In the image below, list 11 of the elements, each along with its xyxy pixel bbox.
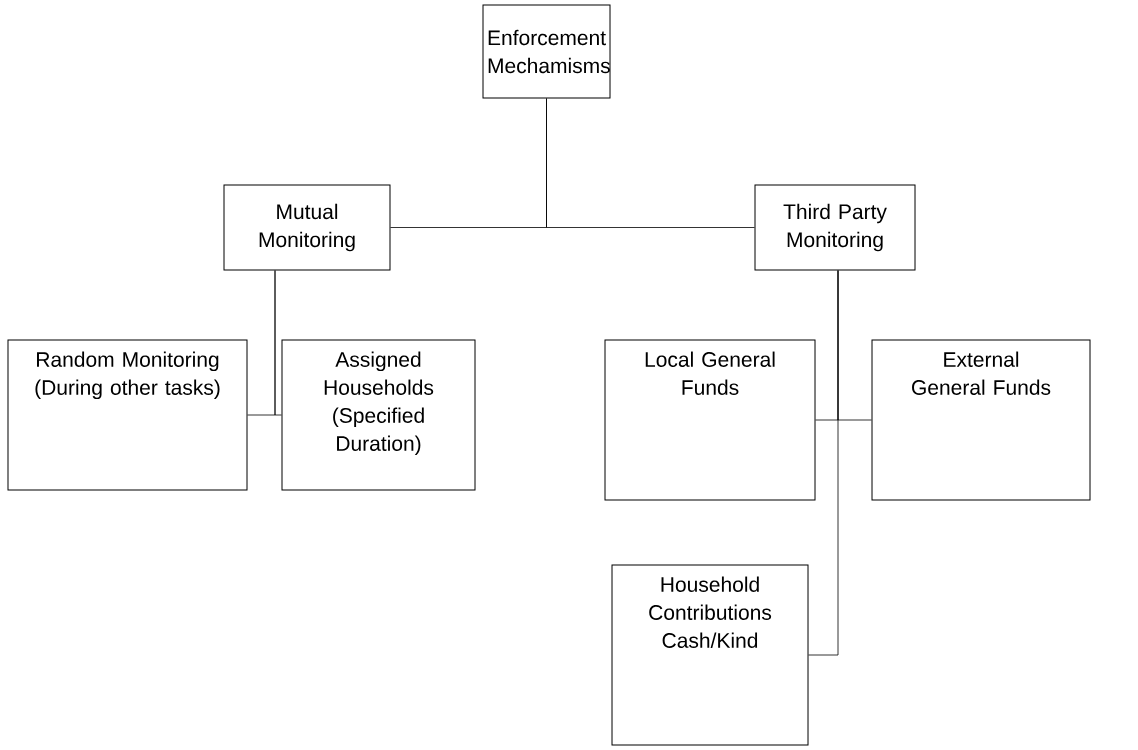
box: External General Funds xyxy=(871,339,1091,501)
connector-line xyxy=(274,270,282,416)
box: Local General Funds xyxy=(604,339,816,501)
connector-line xyxy=(546,98,755,228)
box: Third Party Monitoring xyxy=(754,184,916,271)
box: Random Monitoring (During other tasks) xyxy=(7,339,248,491)
box: Assigned Households (Specified Duration) xyxy=(281,339,476,491)
box: Enforcement Mechamisms xyxy=(482,4,611,99)
connector-line xyxy=(808,270,839,656)
box: Mutual Monitoring xyxy=(223,184,391,271)
box: Household Contributions Cash/Kind xyxy=(611,564,809,746)
